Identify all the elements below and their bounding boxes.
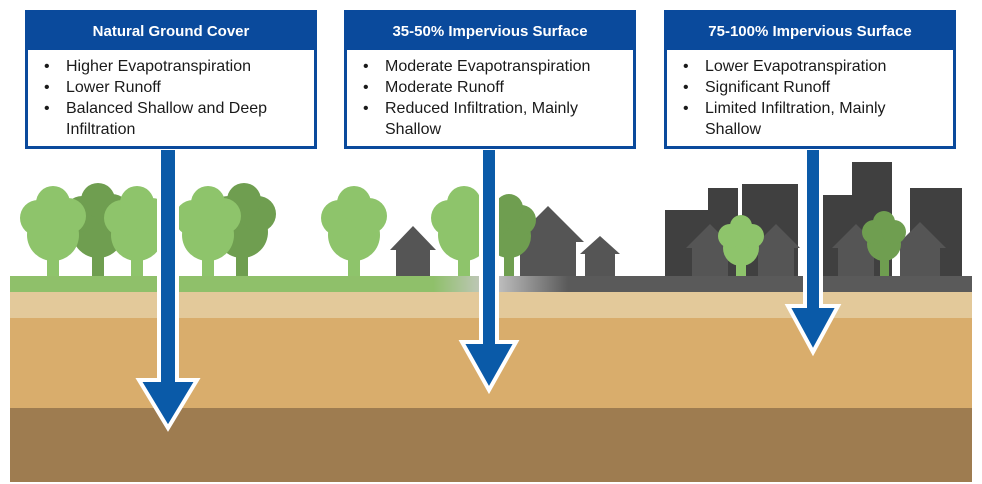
list-item: Higher Evapotranspiration [44, 56, 306, 77]
infiltration-arrow-mid [458, 146, 520, 395]
panel-natural-ground-cover: Natural Ground Cover Higher Evapotranspi… [25, 10, 317, 149]
list-item: Moderate Evapotranspiration [363, 56, 625, 77]
list-item: Significant Runoff [683, 77, 945, 98]
list-item: Lower Runoff [44, 77, 306, 98]
tree [718, 215, 764, 282]
tree [104, 186, 170, 282]
bullet-list: Lower Evapotranspiration Significant Run… [667, 50, 953, 148]
panel-75-100-impervious: 75-100% Impervious Surface Lower Evapotr… [664, 10, 956, 149]
tree [321, 186, 387, 282]
house [390, 226, 436, 282]
panel-title: 35-50% Impervious Surface [347, 13, 633, 50]
trees-dense [718, 211, 906, 282]
bullet-list: Higher Evapotranspiration Lower Runoff B… [28, 50, 314, 148]
panel-title: Natural Ground Cover [28, 13, 314, 50]
bullet-list: Moderate Evapotranspiration Moderate Run… [347, 50, 633, 148]
tree [20, 186, 86, 282]
list-item: Reduced Infiltration, Mainly Shallow [363, 98, 625, 140]
panel-title: 75-100% Impervious Surface [667, 13, 953, 50]
infiltration-arrow-natural [135, 146, 201, 432]
deep-soil-layer [10, 408, 972, 482]
list-item: Limited Infiltration, Mainly Shallow [683, 98, 945, 140]
trees-natural [20, 183, 276, 282]
tree [431, 186, 497, 282]
panel-35-50-impervious: 35-50% Impervious Surface Moderate Evapo… [344, 10, 636, 149]
tree [175, 186, 241, 282]
infiltration-arrow-high [784, 146, 842, 357]
list-item: Moderate Runoff [363, 77, 625, 98]
house [580, 236, 620, 282]
list-item: Lower Evapotranspiration [683, 56, 945, 77]
list-item: Balanced Shallow and Deep Infiltration [44, 98, 306, 140]
tree [862, 211, 906, 282]
trees-mid [321, 186, 536, 282]
infiltration-arrows [135, 146, 842, 432]
